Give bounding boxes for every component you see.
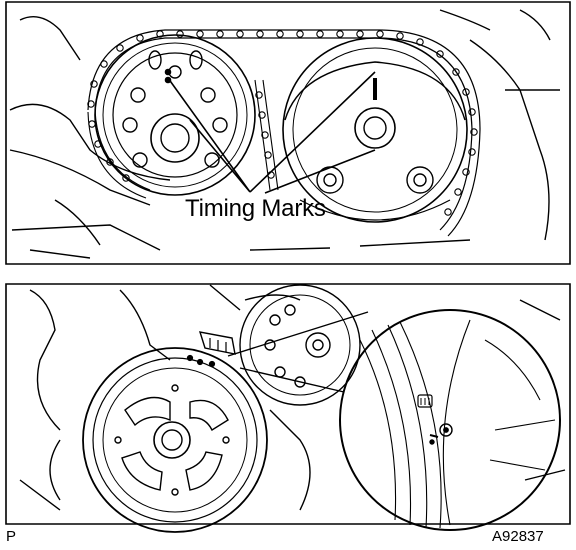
- chain-links: [88, 31, 477, 215]
- bottom-panel-frame: [6, 284, 570, 524]
- figure-id: A92837: [492, 528, 544, 545]
- housing-lines: [10, 10, 560, 258]
- timing-marks-label: Timing Marks: [185, 195, 326, 222]
- zoom-leader-lines: [228, 312, 368, 392]
- top-panel-frame: [6, 2, 570, 264]
- crankshaft-pulley: [83, 348, 267, 532]
- rear-gear: [240, 285, 360, 405]
- magnified-detail: [340, 310, 560, 530]
- timing-chain: [88, 30, 480, 236]
- timing-pointer: [188, 332, 235, 366]
- bottom-panel: [6, 284, 570, 532]
- timing-leader-lines: [168, 72, 375, 193]
- top-panel: [6, 2, 570, 264]
- footer-left-code: P: [6, 528, 17, 545]
